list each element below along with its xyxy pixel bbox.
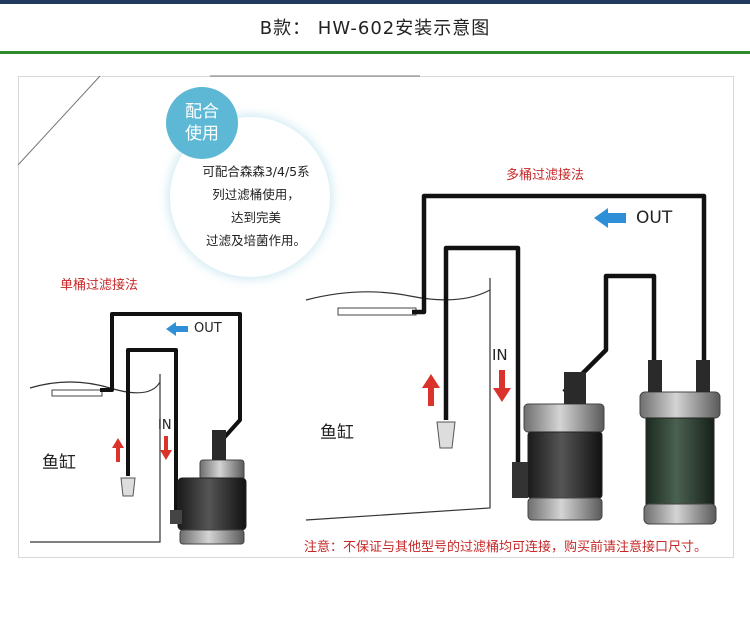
single-up-arrow [112, 438, 124, 462]
multi-canister-small [512, 372, 605, 521]
bubble-line-2: 列过滤桶使用， [212, 187, 300, 202]
single-hoses [100, 312, 242, 518]
multi-out-arrow [594, 208, 626, 228]
bubble-line-4: 过滤及培菌作用。 [205, 233, 306, 248]
multi-canister-large [639, 360, 721, 525]
bubble-line-1: 可配合森森3/4/5系 [202, 164, 310, 179]
multi-hoses [412, 193, 707, 470]
single-in-label: IN [158, 418, 172, 433]
compatibility-note: 注意：不保证与其他型号的过滤桶均可连接，购买前请注意接口尺寸。 [304, 540, 708, 555]
bubble-line-3: 达到完美 [230, 210, 281, 225]
multi-tank-label: 鱼缸 [320, 423, 354, 443]
single-title: 单桶过滤接法 [60, 278, 139, 293]
title-underline [0, 51, 750, 54]
single-down-arrow [160, 436, 172, 460]
single-aquarium [29, 374, 161, 543]
multi-in-label: IN [492, 346, 508, 364]
multi-out-label: OUT [636, 208, 673, 228]
single-intake-strainer [120, 477, 136, 497]
multi-up-arrow [422, 374, 440, 406]
single-out-label: OUT [194, 321, 222, 336]
multi-intake-strainer [436, 421, 456, 449]
single-canister [170, 430, 247, 545]
badge-line-2: 使用 [185, 124, 219, 144]
single-out-arrow [166, 322, 188, 336]
multi-spray-bar [337, 307, 417, 316]
wall-lines [17, 75, 420, 166]
top-bar [0, 0, 750, 4]
badge-line-1: 配合 [185, 102, 219, 122]
page-title: B款： HW-602安装示意图 [259, 18, 491, 39]
multi-down-arrow [493, 370, 511, 402]
bubble-text: 可配合森森3/4/5系 列过滤桶使用， 达到完美 过滤及培菌作用。 [186, 160, 326, 252]
multi-aquarium [305, 278, 491, 521]
single-spray-bar [51, 389, 103, 397]
single-tank-label: 鱼缸 [42, 453, 76, 473]
multi-title: 多桶过滤接法 [506, 168, 585, 183]
compatibility-badge: 配合使用 [166, 87, 238, 159]
